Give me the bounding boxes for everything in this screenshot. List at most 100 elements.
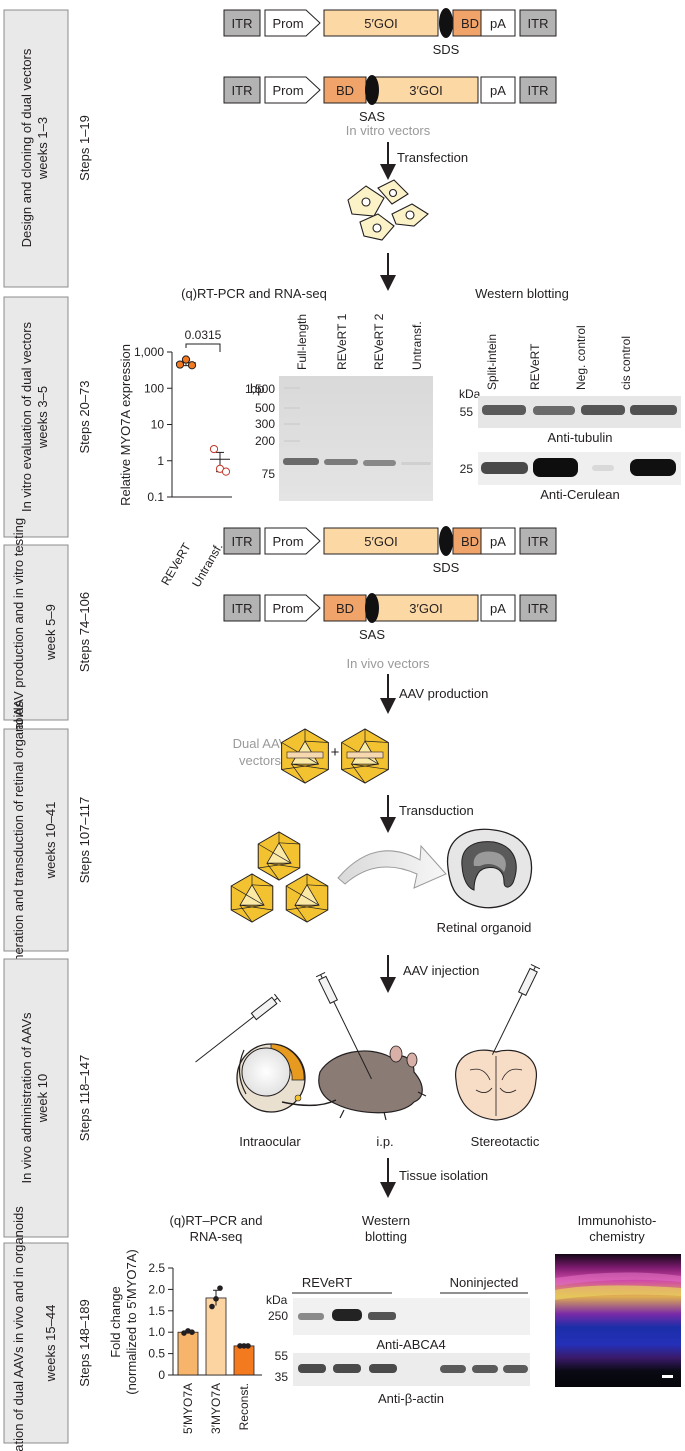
- splice-site: [365, 593, 379, 623]
- stage-steps: Steps 1–19: [77, 115, 92, 181]
- mouse-icon: [281, 1045, 427, 1121]
- data-point: [209, 1303, 215, 1310]
- y-tick-label: 2.5: [148, 1261, 165, 1275]
- y-tick-label: 0.5: [148, 1347, 165, 1361]
- plus-sign: +: [331, 744, 340, 761]
- itr-box: [223, 527, 261, 555]
- gel-unit: bp: [250, 381, 264, 396]
- ladder-label: 1,500: [245, 382, 275, 396]
- retinal-organoid-icon: [446, 828, 532, 909]
- x-tick-label: Reconst.: [237, 1383, 251, 1430]
- y-tick-label: 1.5: [148, 1304, 165, 1318]
- itr-label: ITR: [232, 601, 253, 616]
- itr-label: ITR: [528, 534, 549, 549]
- aav-production-label: AAV production: [399, 686, 488, 701]
- itr-label: ITR: [232, 534, 253, 549]
- western-marker: 25: [460, 462, 474, 476]
- western-unit: kDa: [459, 387, 481, 401]
- stage-title: Generation and transduction of retinal o…: [11, 700, 26, 979]
- stage-weeks: weeks 3–5: [35, 386, 50, 449]
- stage-title: Validation of dual AAVs in vivo and in o…: [11, 1206, 26, 1451]
- eye-icon: [236, 1043, 306, 1113]
- genome-insert: [346, 751, 384, 759]
- blot-band: [482, 405, 526, 415]
- splice-site: [439, 8, 453, 38]
- gel-band: [401, 462, 431, 465]
- stage-steps: Steps 107–117: [77, 797, 92, 884]
- stage-box-6: Validation of dual AAVs in vivo and in o…: [3, 1206, 92, 1451]
- splice-site: [365, 75, 379, 105]
- blot-label: Anti-ABCA4: [376, 1337, 445, 1352]
- splice-site: [439, 526, 453, 556]
- western2-group: Noninjected: [450, 1275, 519, 1290]
- itr-label: ITR: [528, 601, 549, 616]
- promoter-arrow: [264, 594, 321, 622]
- stage-box-1: Design and cloning of dual vectors weeks…: [3, 9, 92, 288]
- western-lane-label: cis control: [619, 336, 633, 390]
- x-tick-label: 3′MYO7A: [209, 1383, 223, 1434]
- data-point: [237, 1343, 243, 1349]
- blot-band: [592, 465, 614, 471]
- western-blot-1: Split-intein REVeRT Neg. control cis con…: [459, 325, 681, 502]
- scatter-plot: Relative MYO7A expression 1,0001001010.1…: [118, 328, 232, 590]
- stage-weeks: weeks 15–44: [43, 1305, 58, 1383]
- gel-lane-label: Untransf.: [410, 321, 424, 370]
- western-blot-2: REVeRT Noninjected kDa 250 Anti-ABCA4 55…: [266, 1275, 530, 1406]
- aav-vector-icon: [341, 728, 389, 784]
- in-vivo-vectors-label: In vivo vectors: [346, 656, 430, 671]
- gel-lane-label: Full-length: [295, 314, 309, 370]
- dual-aav-label-1: Dual AAV: [233, 736, 288, 751]
- western2-marker: 55: [275, 1349, 289, 1363]
- itr-box: [519, 76, 557, 104]
- blot-band: [298, 1313, 324, 1320]
- y-tick-label: 0.1: [147, 490, 164, 504]
- ladder-label: 75: [262, 467, 276, 481]
- y-tick-label: 2.0: [148, 1282, 165, 1296]
- blot-abca4: [293, 1298, 530, 1335]
- bd-box: [323, 594, 367, 622]
- stage-weeks: week 5–9: [43, 604, 58, 661]
- stage-steps: Steps 118–147: [77, 1055, 92, 1142]
- bd-label: BD: [336, 601, 354, 616]
- blot-band: [481, 462, 528, 474]
- blot-band: [369, 1364, 397, 1373]
- data-point: [187, 361, 197, 370]
- goi-label: 5′GOI: [364, 16, 398, 31]
- bar-ylabel: Fold change: [108, 1286, 123, 1358]
- aav-capsid-icon: [230, 873, 274, 923]
- stage-weeks: weeks 1–3: [35, 117, 50, 180]
- western2-group: REVeRT: [302, 1275, 352, 1290]
- itr-box: [519, 594, 557, 622]
- pa-label: pA: [490, 83, 506, 98]
- pa-label: pA: [490, 534, 506, 549]
- syringe-icon: [315, 971, 372, 1080]
- itr-label: ITR: [528, 83, 549, 98]
- goi-box: [373, 76, 479, 104]
- itr-box: [223, 594, 261, 622]
- sas-label: SAS: [359, 109, 385, 124]
- stage-box-5: In vivo administration of AAVs week 10 S…: [3, 958, 92, 1238]
- blot-band: [472, 1365, 498, 1373]
- blot-band: [503, 1365, 528, 1373]
- data-point: [209, 444, 219, 454]
- blot-band: [581, 405, 625, 415]
- pa-box: [480, 76, 516, 104]
- bar-ylabel-2: (normalized to 5′MYO7A): [124, 1249, 139, 1395]
- blot-band: [630, 405, 677, 415]
- bd-label: BD: [461, 534, 479, 549]
- ihc-image: [555, 1254, 681, 1387]
- y-tick-label: 1.0: [148, 1325, 165, 1339]
- data-point: [241, 1343, 247, 1349]
- aav-capsid-icon: [285, 873, 329, 923]
- scatter-xlabel-revert: REVeRT: [158, 540, 194, 588]
- aav-particles-icon: [230, 831, 329, 923]
- bd-label: BD: [461, 16, 479, 31]
- gel-panel: bp 1,500 500 300 200 75 Full-length REVe…: [245, 313, 433, 501]
- stage-box-3: Dual AAV production and in vitro testing…: [3, 518, 92, 746]
- bd-box: [323, 76, 367, 104]
- sds-label: SDS: [433, 560, 460, 575]
- aav-injection-label: AAV injection: [403, 963, 479, 978]
- sas-label: SAS: [359, 627, 385, 642]
- y-tick-label: 10: [151, 418, 165, 432]
